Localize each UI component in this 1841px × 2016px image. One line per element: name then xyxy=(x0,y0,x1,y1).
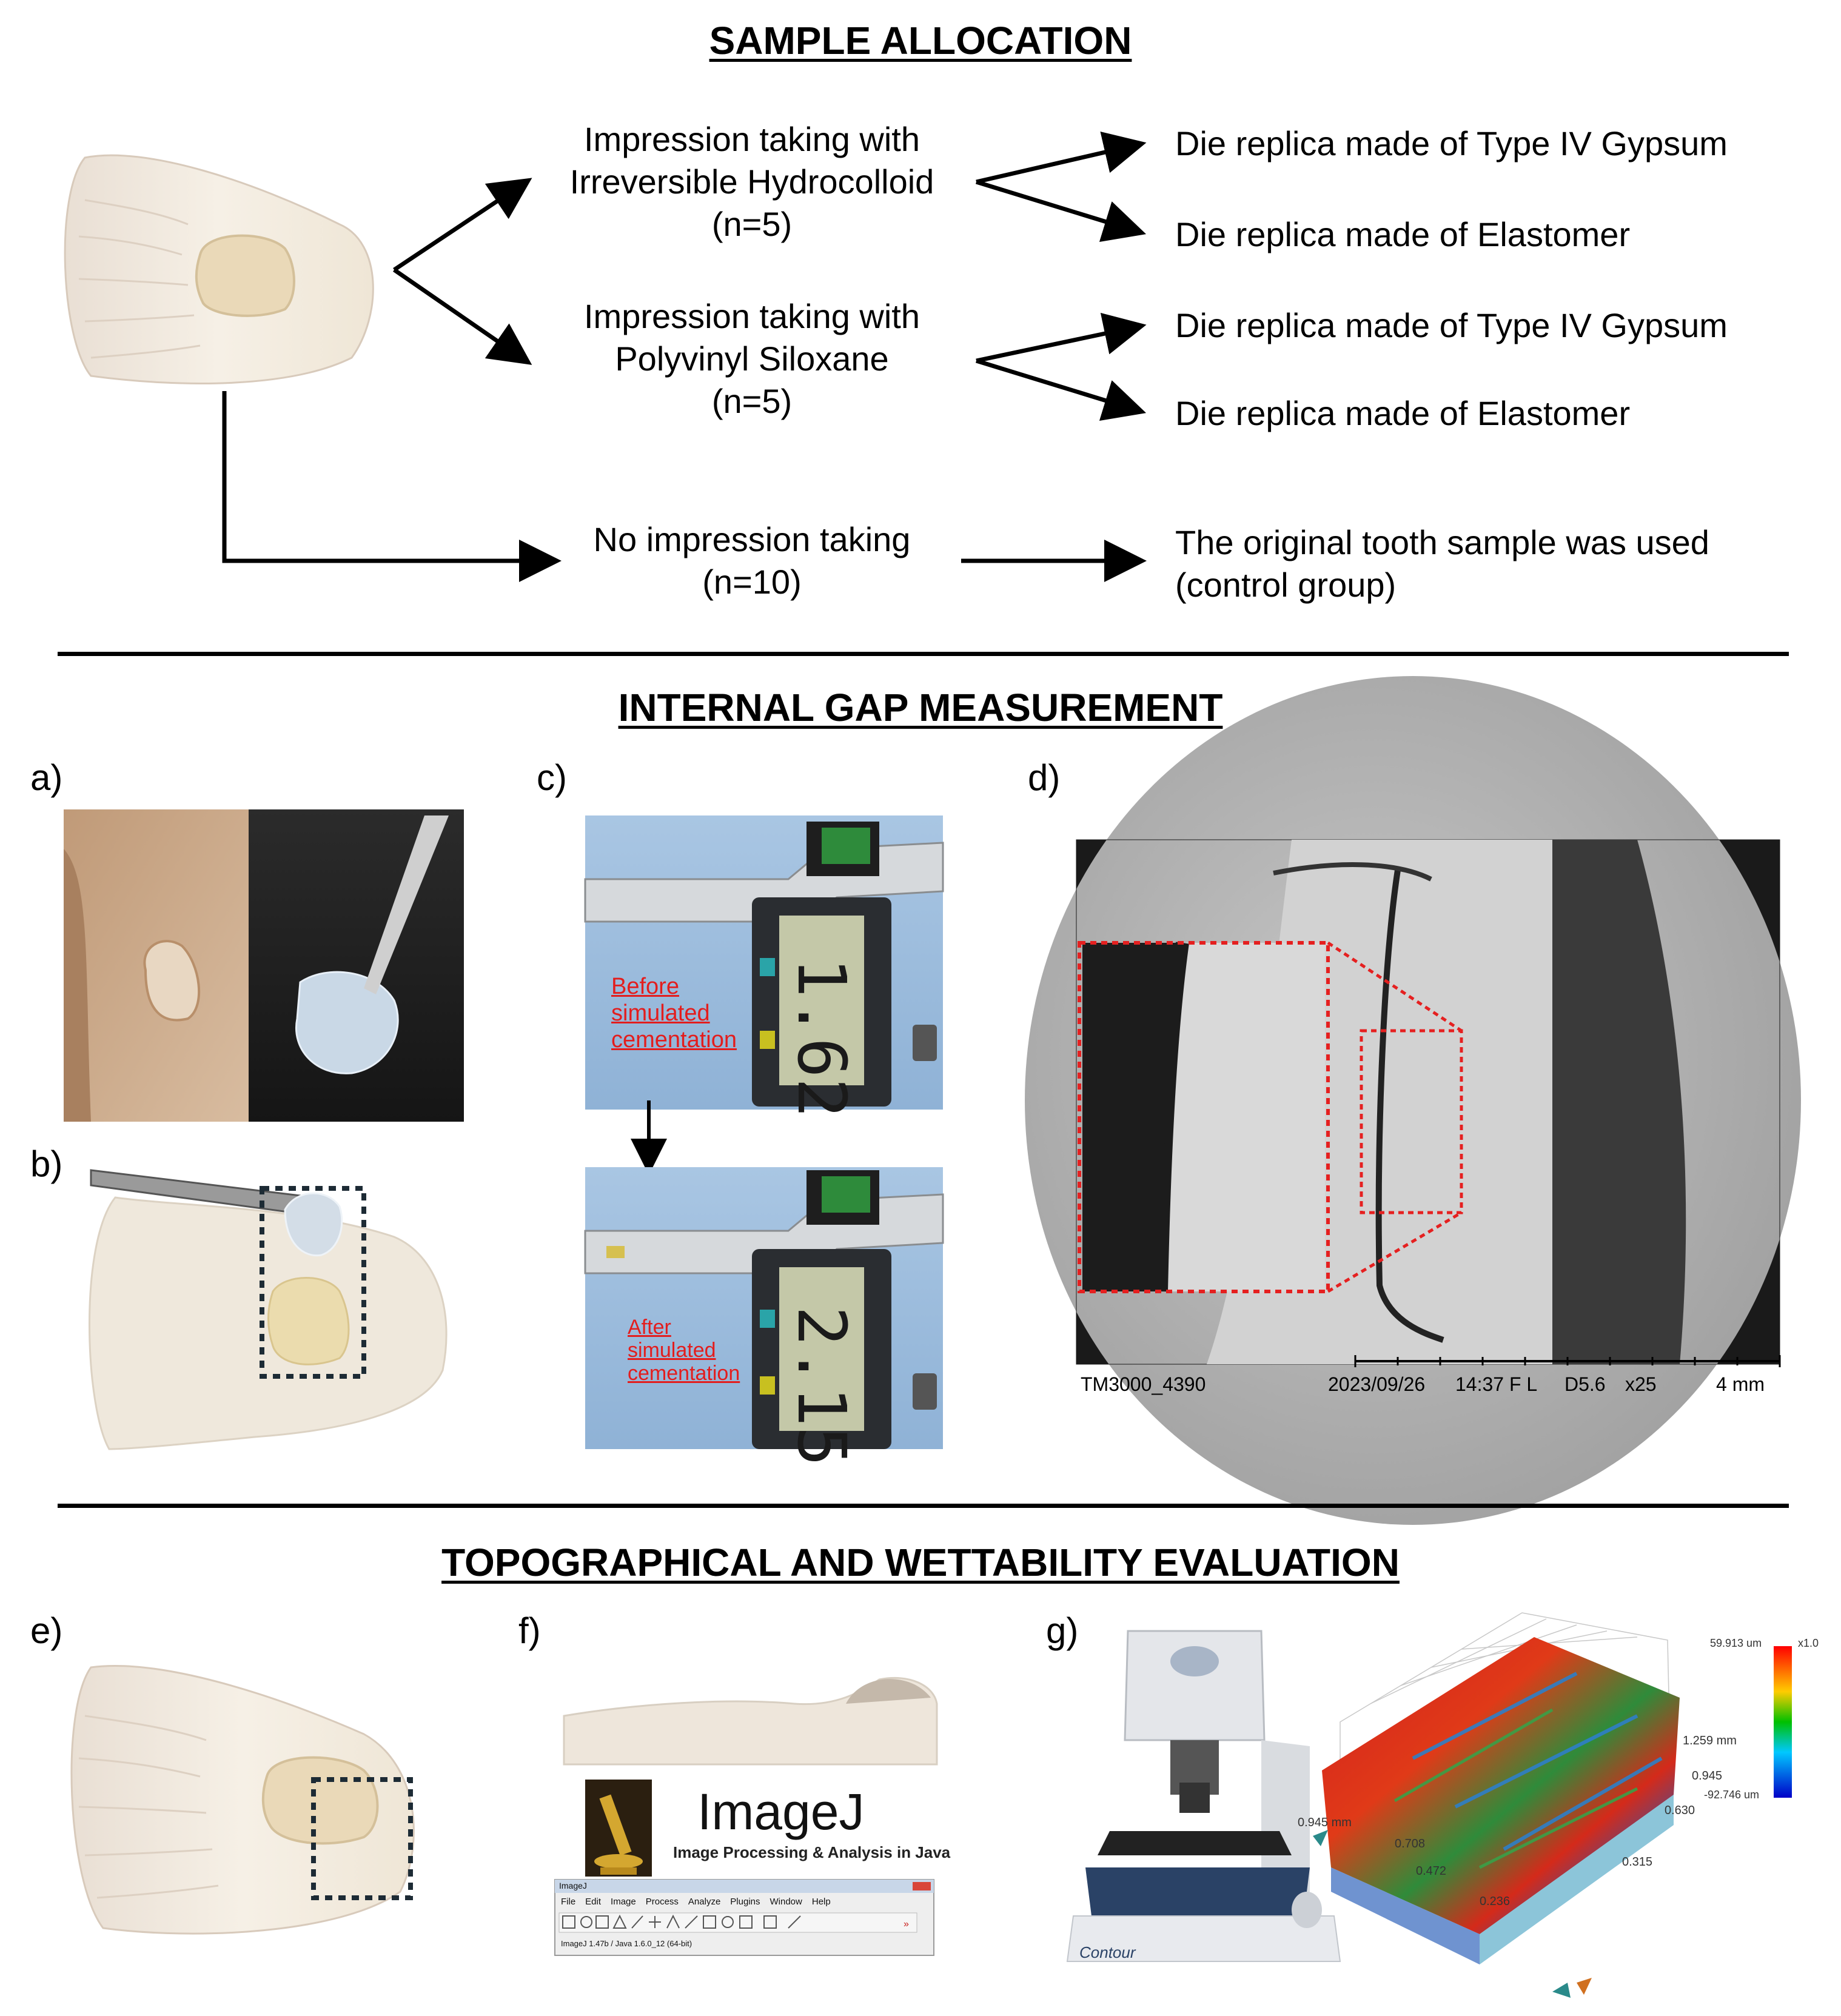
topo-title: TOPOGRAPHICAL AND WETTABILITY EVALUATION xyxy=(441,1541,1400,1584)
section-divider-2 xyxy=(58,1504,1789,1508)
group1-label: Impression taking with Irreversible Hydr… xyxy=(569,120,934,243)
profilometer-brand: Contour xyxy=(1079,1943,1136,1961)
imagej-title: ImageJ xyxy=(697,1783,865,1840)
group2-label: Impression taking with Polyvinyl Siloxan… xyxy=(583,297,920,420)
imagej-menu-bar: File Edit Image Process Analyze Plugins … xyxy=(561,1897,831,1907)
axis-x1-label: 0.708 xyxy=(1395,1837,1426,1850)
sem-time: 14:37 F L xyxy=(1455,1373,1538,1395)
imagej-window-title: ImageJ xyxy=(559,1881,587,1890)
axis-x0-label: 0.945 mm xyxy=(1298,1816,1352,1829)
caliper-reading-before: 1.62 xyxy=(783,957,860,1118)
imagej-menu-help[interactable]: Help xyxy=(811,1897,831,1907)
imagej-menu-plugins[interactable]: Plugins xyxy=(730,1897,760,1907)
imagej-logo xyxy=(585,1780,652,1877)
outcome-g1-gypsum: Die replica made of Type IV Gypsum xyxy=(1175,124,1728,162)
sem-scale-bar-label: 4 mm xyxy=(1716,1373,1765,1395)
panel-g-label: g) xyxy=(1046,1610,1079,1651)
panel-c-label: c) xyxy=(537,757,567,798)
axis-y2-label: 0.630 xyxy=(1665,1804,1695,1817)
outcome-g1-elastomer: Die replica made of Elastomer xyxy=(1175,215,1631,253)
legend-scale-label: x1.0 xyxy=(1798,1637,1819,1649)
panel-d-sem-image xyxy=(1025,676,1801,1525)
axis-y3-label: 0.315 xyxy=(1622,1855,1653,1869)
after-cementation-note: After simulated cementation xyxy=(628,1316,740,1385)
outcome-g3-control: The original tooth sample was used (cont… xyxy=(1175,523,1709,604)
imagej-menu-file[interactable]: File xyxy=(561,1897,576,1907)
caliper-reading-after: 2.15 xyxy=(783,1306,860,1467)
imagej-status-bar: ImageJ 1.47b / Java 1.6.0_12 (64-bit) xyxy=(561,1939,692,1948)
allocation-title: SAMPLE ALLOCATION xyxy=(709,19,1132,62)
imagej-menu-edit[interactable]: Edit xyxy=(585,1897,602,1907)
panel-f-label: f) xyxy=(518,1610,541,1651)
imagej-menu-window[interactable]: Window xyxy=(770,1897,802,1907)
panel-e-photo xyxy=(70,1665,415,1935)
imagej-window: » xyxy=(554,1879,934,1956)
panel-b-label: b) xyxy=(30,1144,63,1184)
legend-max-label: 59.913 um xyxy=(1710,1637,1762,1649)
svg-text:»: » xyxy=(904,1919,909,1929)
surface-topography-plot xyxy=(1313,1612,1792,1998)
tooth-photo-allocation xyxy=(64,154,374,384)
panel-a-photo xyxy=(64,809,464,1122)
outcome-g2-gypsum: Die replica made of Type IV Gypsum xyxy=(1175,306,1728,344)
panel-d-label: d) xyxy=(1028,757,1061,798)
sem-working-distance: D5.6 xyxy=(1564,1373,1606,1395)
axis-x2-label: 0.472 xyxy=(1416,1864,1447,1878)
sem-date: 2023/09/26 xyxy=(1328,1373,1426,1395)
outcome-g2-elastomer: Die replica made of Elastomer xyxy=(1175,394,1631,432)
imagej-menu-analyze[interactable]: Analyze xyxy=(688,1897,721,1907)
gap-title: INTERNAL GAP MEASUREMENT xyxy=(618,686,1223,729)
panel-c-caliper-before xyxy=(584,815,944,1175)
panel-c-caliper-after xyxy=(584,1167,944,1449)
panel-e-label: e) xyxy=(30,1610,63,1651)
panel-b-photo xyxy=(89,1169,448,1450)
imagej-menu-process[interactable]: Process xyxy=(645,1897,679,1907)
before-cementation-note: Before simulated cementation xyxy=(611,974,737,1053)
group3-label: No impression taking (n=10) xyxy=(593,520,911,601)
section-divider-1 xyxy=(58,652,1789,656)
sem-magnification: x25 xyxy=(1625,1373,1657,1395)
axis-y-top-label: 1.259 mm xyxy=(1683,1734,1737,1747)
panel-a-label: a) xyxy=(30,757,63,798)
imagej-menu-image[interactable]: Image xyxy=(611,1897,636,1907)
allocation-arrows xyxy=(222,131,1147,582)
axis-y1-label: 0.945 xyxy=(1692,1769,1723,1783)
imagej-subtitle: Image Processing & Analysis in Java xyxy=(673,1843,951,1861)
legend-min-label: -92.746 um xyxy=(1704,1789,1760,1801)
panel-f-photo xyxy=(563,1676,938,1766)
axis-x3-label: 0.236 xyxy=(1480,1895,1511,1908)
profilometer-device xyxy=(1066,1630,1341,1962)
sem-image-id: TM3000_4390 xyxy=(1081,1373,1206,1395)
